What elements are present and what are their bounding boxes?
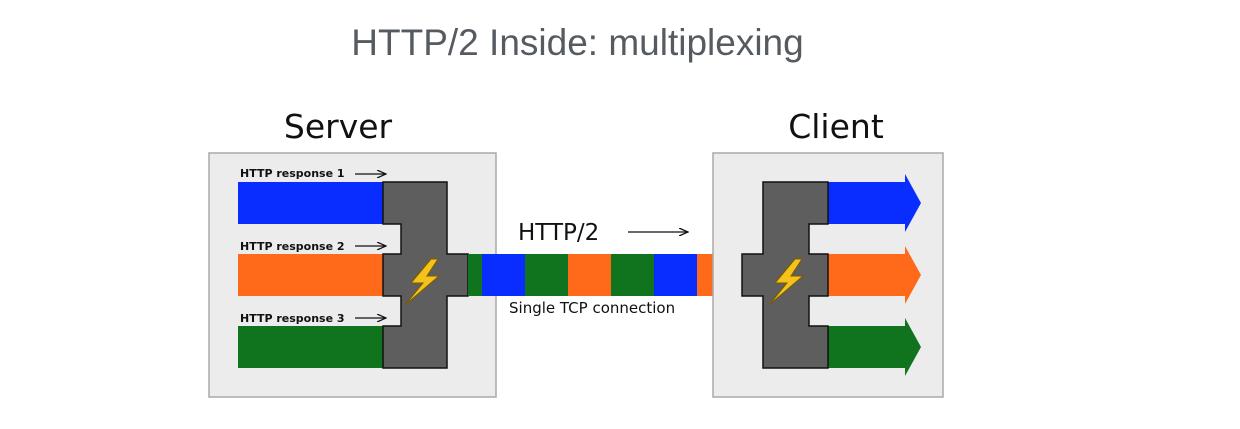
tcp-frame <box>611 254 654 296</box>
tcp-frame <box>568 254 611 296</box>
client-output-2 <box>826 246 921 304</box>
client-output-1 <box>826 174 921 232</box>
tcp-frame <box>482 254 525 296</box>
response-stream-2 <box>238 254 388 296</box>
tcp-frame <box>654 254 697 296</box>
connection-caption: Single TCP connection <box>509 299 675 317</box>
server-response-2: HTTP response 2 <box>238 240 388 296</box>
tcp-frames <box>468 254 740 296</box>
slide-title: HTTP/2 Inside: multiplexing <box>351 22 804 63</box>
server-label: Server <box>284 107 393 146</box>
response-label-1: HTTP response 1 <box>240 167 345 180</box>
response-stream-3 <box>238 326 388 368</box>
tcp-frame <box>468 254 482 296</box>
server-response-1: HTTP response 1 <box>238 167 388 224</box>
server-response-3: HTTP response 3 <box>238 312 388 368</box>
lightning-bolt-icon <box>404 258 441 306</box>
client-output-3 <box>826 318 921 376</box>
response-label-3: HTTP response 3 <box>240 312 345 325</box>
response-stream-1 <box>238 182 388 224</box>
lightning-bolt-icon <box>768 258 805 306</box>
tcp-frame <box>525 254 568 296</box>
protocol-label: HTTP/2 <box>518 220 599 246</box>
response-label-2: HTTP response 2 <box>240 240 345 253</box>
client-label: Client <box>788 107 884 146</box>
